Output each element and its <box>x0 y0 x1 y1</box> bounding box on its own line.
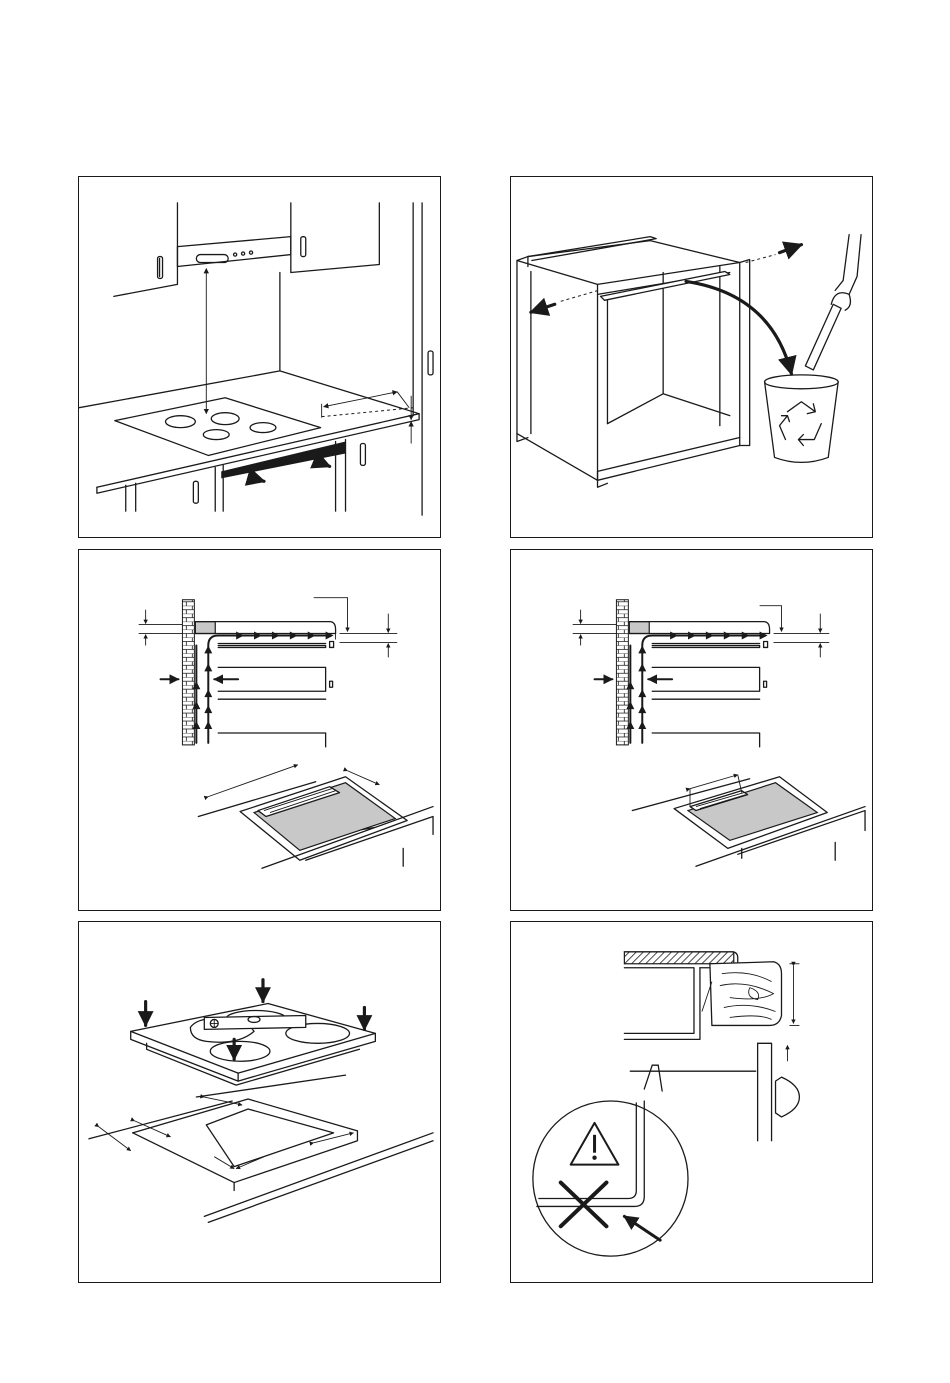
airflow-arrow-icon <box>626 632 767 743</box>
hob-under-hood-illustration <box>79 177 440 537</box>
edge-warning-illustration <box>511 922 872 1282</box>
panel-hob-insertion <box>78 921 441 1283</box>
cabinet <box>517 237 750 488</box>
panel-edge-warning <box>510 921 873 1283</box>
hob <box>115 398 321 456</box>
cabinet-crossbar-illustration <box>511 177 872 537</box>
wood-worktop <box>710 962 782 1026</box>
worktop-cutout <box>632 775 865 866</box>
ventilation-gap-illustration <box>79 550 440 910</box>
curved-arrow-icon <box>686 281 791 373</box>
ventilation-gap-alt-illustration <box>511 550 872 910</box>
arrow-icon <box>531 304 555 312</box>
hand-holding-rail <box>805 235 861 370</box>
worktop-cutout <box>198 765 433 868</box>
tall-cabinet <box>413 203 433 515</box>
arrow-icon <box>780 245 802 253</box>
brick-wall <box>182 600 194 745</box>
hob <box>131 1004 376 1086</box>
arrow-icon <box>316 460 330 466</box>
arrow-icon <box>250 477 264 481</box>
wall-cabinet-right <box>291 203 380 273</box>
wall-cabinet-left <box>114 203 178 296</box>
panel-hob-under-hood <box>78 176 441 538</box>
panel-ventilation-gap-alt <box>510 549 873 911</box>
zoom-lens <box>533 1101 688 1256</box>
hob-insertion-illustration <box>79 922 440 1282</box>
cooker-hood <box>177 237 290 267</box>
brick-wall <box>616 600 628 745</box>
airflow-arrow-icon <box>192 632 333 743</box>
panel-remove-crossbar <box>510 176 873 538</box>
panel-ventilation-gap <box>78 549 441 911</box>
recycle-bin-icon <box>765 375 839 463</box>
